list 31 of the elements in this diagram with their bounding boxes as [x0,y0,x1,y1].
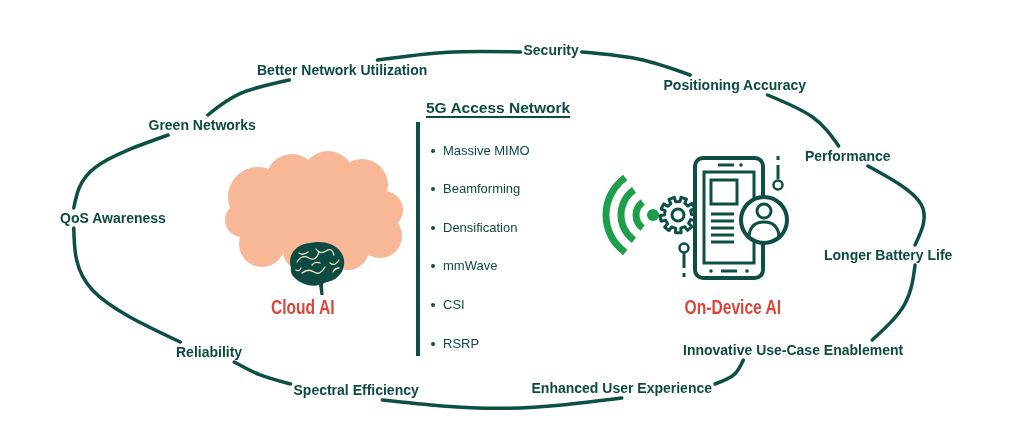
ring-arc [206,78,291,117]
ring-label: Security [520,40,582,60]
ring-label: Innovative Use-Case Enablement [680,340,907,360]
ring-label: Enhanced User Experience [528,378,716,398]
ring-label: Green Networks [145,115,259,135]
ring-label: Positioning Accuracy [660,75,810,95]
list-item: CSI [443,297,465,313]
list-item: Beamforming [443,181,521,197]
ring-label: Reliability [173,342,246,362]
ring-label: QoS Awareness [57,208,169,228]
section-heading: 5G Access Network [426,98,571,118]
list-item: RSRP [443,336,480,352]
ring-label: Longer Battery Life [821,245,956,265]
list-item: Massive MIMO [443,143,530,159]
ring-arc [72,226,182,344]
ring-arc [375,49,523,62]
ring-arc [380,396,624,411]
ring-arc [870,263,917,342]
ring-arc [866,164,926,247]
illustration-caption: Cloud AI [270,295,334,319]
ring-arc [580,50,692,77]
illustration-caption: On-Device AI [684,295,782,319]
ring-arc [232,360,293,386]
ring-label: Performance [802,146,894,166]
list-item: Densification [443,220,518,236]
ring-label: Spectral Efficiency [290,380,422,400]
list-item: mmWave [443,258,498,274]
ring-arc [765,93,841,148]
ring-arc [72,133,170,210]
ring-label: Better Network Utilization [254,60,431,80]
ring-arc [713,358,746,386]
